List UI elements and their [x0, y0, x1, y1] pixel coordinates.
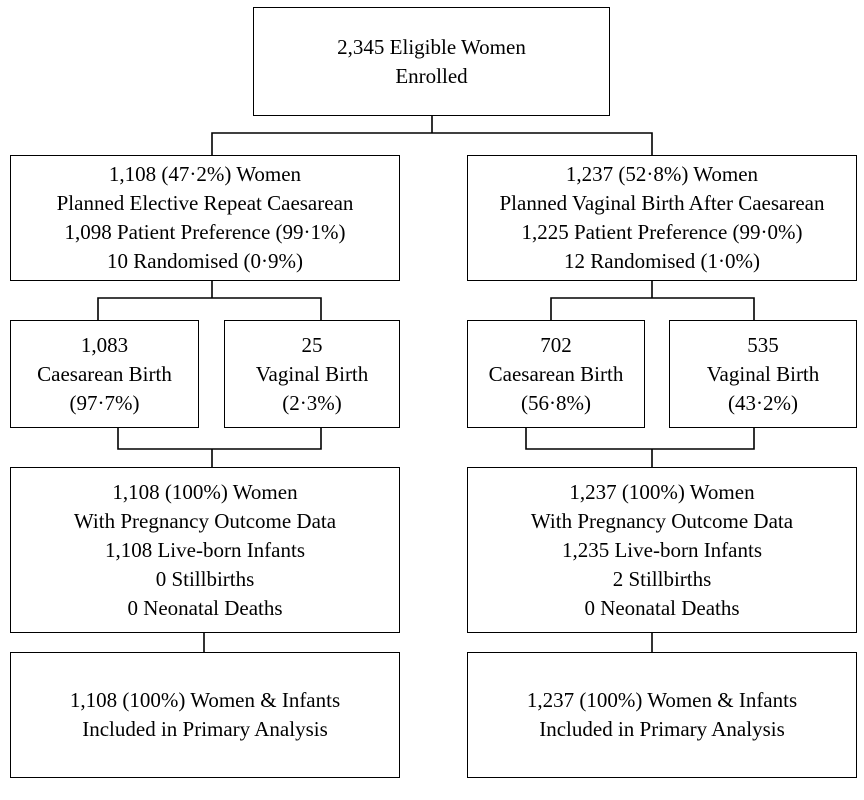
box-text-line: With Pregnancy Outcome Data [73, 508, 337, 533]
box-text-line: 2 Stillbirths [612, 566, 712, 591]
box-text-line: (97·7%) [69, 390, 140, 415]
box-text-line: 1,235 Live-born Infants [561, 537, 763, 562]
connector-left-births-to-outcomes [117, 428, 322, 467]
box-text-line: Caesarean Birth [488, 361, 624, 386]
box-text-line: (56·8%) [521, 390, 591, 415]
box-text-line: Enrolled [395, 63, 468, 88]
box-text-line: 2,345 Eligible Women [337, 34, 526, 59]
connector-left-group-to-births [97, 281, 322, 320]
box-text-line: 702 [540, 332, 572, 357]
box-text-line: 0 Neonatal Deaths [127, 595, 283, 620]
connector-right-group-to-births [550, 281, 755, 320]
box-text-line: 1,225 Patient Preference (99·0%) [521, 220, 803, 244]
box-text-line: 12 Randomised (1·0%) [564, 249, 760, 273]
box-text-line: 25 [301, 332, 323, 357]
box-text-line: 0 Neonatal Deaths [584, 595, 740, 620]
box-text-line: Included in Primary Analysis [82, 717, 328, 741]
box-text-line: 535 [747, 332, 779, 357]
box-text-line: 1,083 [80, 332, 129, 357]
connector-enrolled-to-arms [211, 116, 653, 155]
box-text-line: 1,098 Patient Preference (99·1%) [64, 220, 346, 244]
box-text-line: 1,108 (100%) Women & Infants [69, 688, 341, 712]
box-text-line: 10 Randomised (0·9%) [107, 249, 303, 273]
box-text-line: Included in Primary Analysis [539, 717, 785, 741]
box-text-line: 1,108 (47·2%) Women [108, 162, 302, 186]
box-text-line: Vaginal Birth [706, 361, 820, 386]
box-text-line: (2·3%) [282, 390, 342, 415]
box-text-line: 1,237 (52·8%) Women [565, 162, 759, 186]
box-text-line: 1,237 (100%) Women [569, 479, 755, 504]
box-text-line: Caesarean Birth [37, 361, 172, 386]
box-text-line: Vaginal Birth [255, 361, 369, 386]
box-text-line: 1,237 (100%) Women & Infants [526, 688, 798, 712]
box-text-line: Planned Vaginal Birth After Caesarean [499, 191, 825, 215]
box-text-line: 1,108 (100%) Women [112, 479, 298, 504]
box-text-line: 0 Stillbirths [155, 566, 255, 591]
connector-right-births-to-outcomes [525, 428, 755, 467]
box-text-line: Planned Elective Repeat Caesarean [56, 191, 354, 215]
box-text-line: (43·2%) [728, 390, 798, 415]
box-text-line: 1,108 Live-born Infants [104, 537, 306, 562]
box-text-line: With Pregnancy Outcome Data [530, 508, 794, 533]
